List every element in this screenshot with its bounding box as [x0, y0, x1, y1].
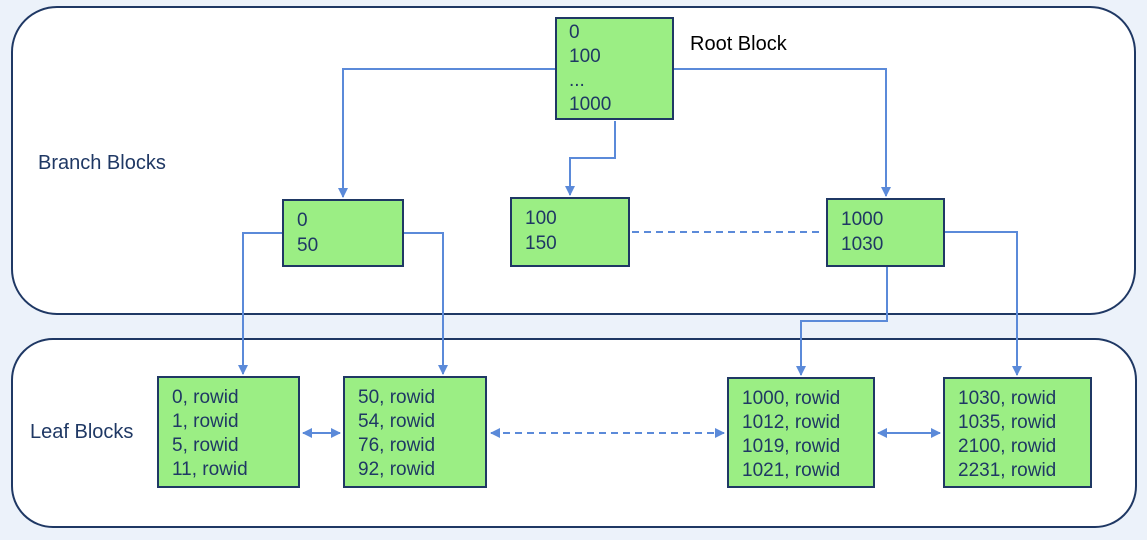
branch-block-entry: 1000: [841, 209, 884, 230]
branch-block-entry: 50: [297, 235, 319, 256]
root-block-label: Root Block: [690, 33, 787, 55]
root-block-entry: 1000: [569, 94, 612, 115]
branch-block-entry: 0: [297, 210, 308, 231]
root-block-entry: 0: [569, 22, 580, 43]
leaf-block-entry: 5, rowid: [172, 435, 239, 456]
leaf-block-entry: 1019, rowid: [742, 436, 841, 457]
leaf-block-entry: 2100, rowid: [958, 436, 1057, 457]
leaf-block-entry: 1030, rowid: [958, 388, 1057, 409]
branch-block-entry: 100: [525, 208, 557, 229]
leaf-block-entry: 11, rowid: [172, 459, 248, 480]
root-block-entry: ...: [569, 70, 585, 91]
leaf-block-entry: 1035, rowid: [958, 412, 1057, 433]
leaf-block-entry: 0, rowid: [172, 387, 239, 408]
leaf-block-3: 1000, rowid 1012, rowid 1019, rowid 1021…: [727, 377, 875, 488]
branch-block-3: 1000 1030: [826, 198, 945, 267]
branch-block-2: 100 150: [510, 197, 630, 267]
branch-blocks-label: Branch Blocks: [38, 152, 166, 174]
leaf-block-entry: 54, rowid: [358, 411, 436, 432]
leaf-block-entry: 2231, rowid: [958, 460, 1057, 481]
leaf-block-entry: 1000, rowid: [742, 388, 841, 409]
leaf-block-entry: 1021, rowid: [742, 460, 841, 481]
leaf-block-entry: 1, rowid: [172, 411, 239, 432]
leaf-blocks-label: Leaf Blocks: [30, 421, 134, 443]
leaf-block-entry: 1012, rowid: [742, 412, 841, 433]
root-block-entry: 100: [569, 46, 601, 67]
branch-block-1: 0 50: [282, 199, 404, 267]
leaf-block-entry: 92, rowid: [358, 459, 436, 480]
leaf-block-4: 1030, rowid 1035, rowid 2100, rowid 2231…: [943, 377, 1092, 488]
branch-block-entry: 1030: [841, 234, 884, 255]
leaf-block-entry: 76, rowid: [358, 435, 436, 456]
leaf-block-entry: 50, rowid: [358, 387, 436, 408]
leaf-block-2: 50, rowid 54, rowid 76, rowid 92, rowid: [343, 376, 487, 488]
branch-block-entry: 150: [525, 233, 557, 254]
leaf-block-1: 0, rowid 1, rowid 5, rowid 11, rowid: [157, 376, 300, 488]
root-block: 0 100 ... 1000: [555, 17, 674, 120]
